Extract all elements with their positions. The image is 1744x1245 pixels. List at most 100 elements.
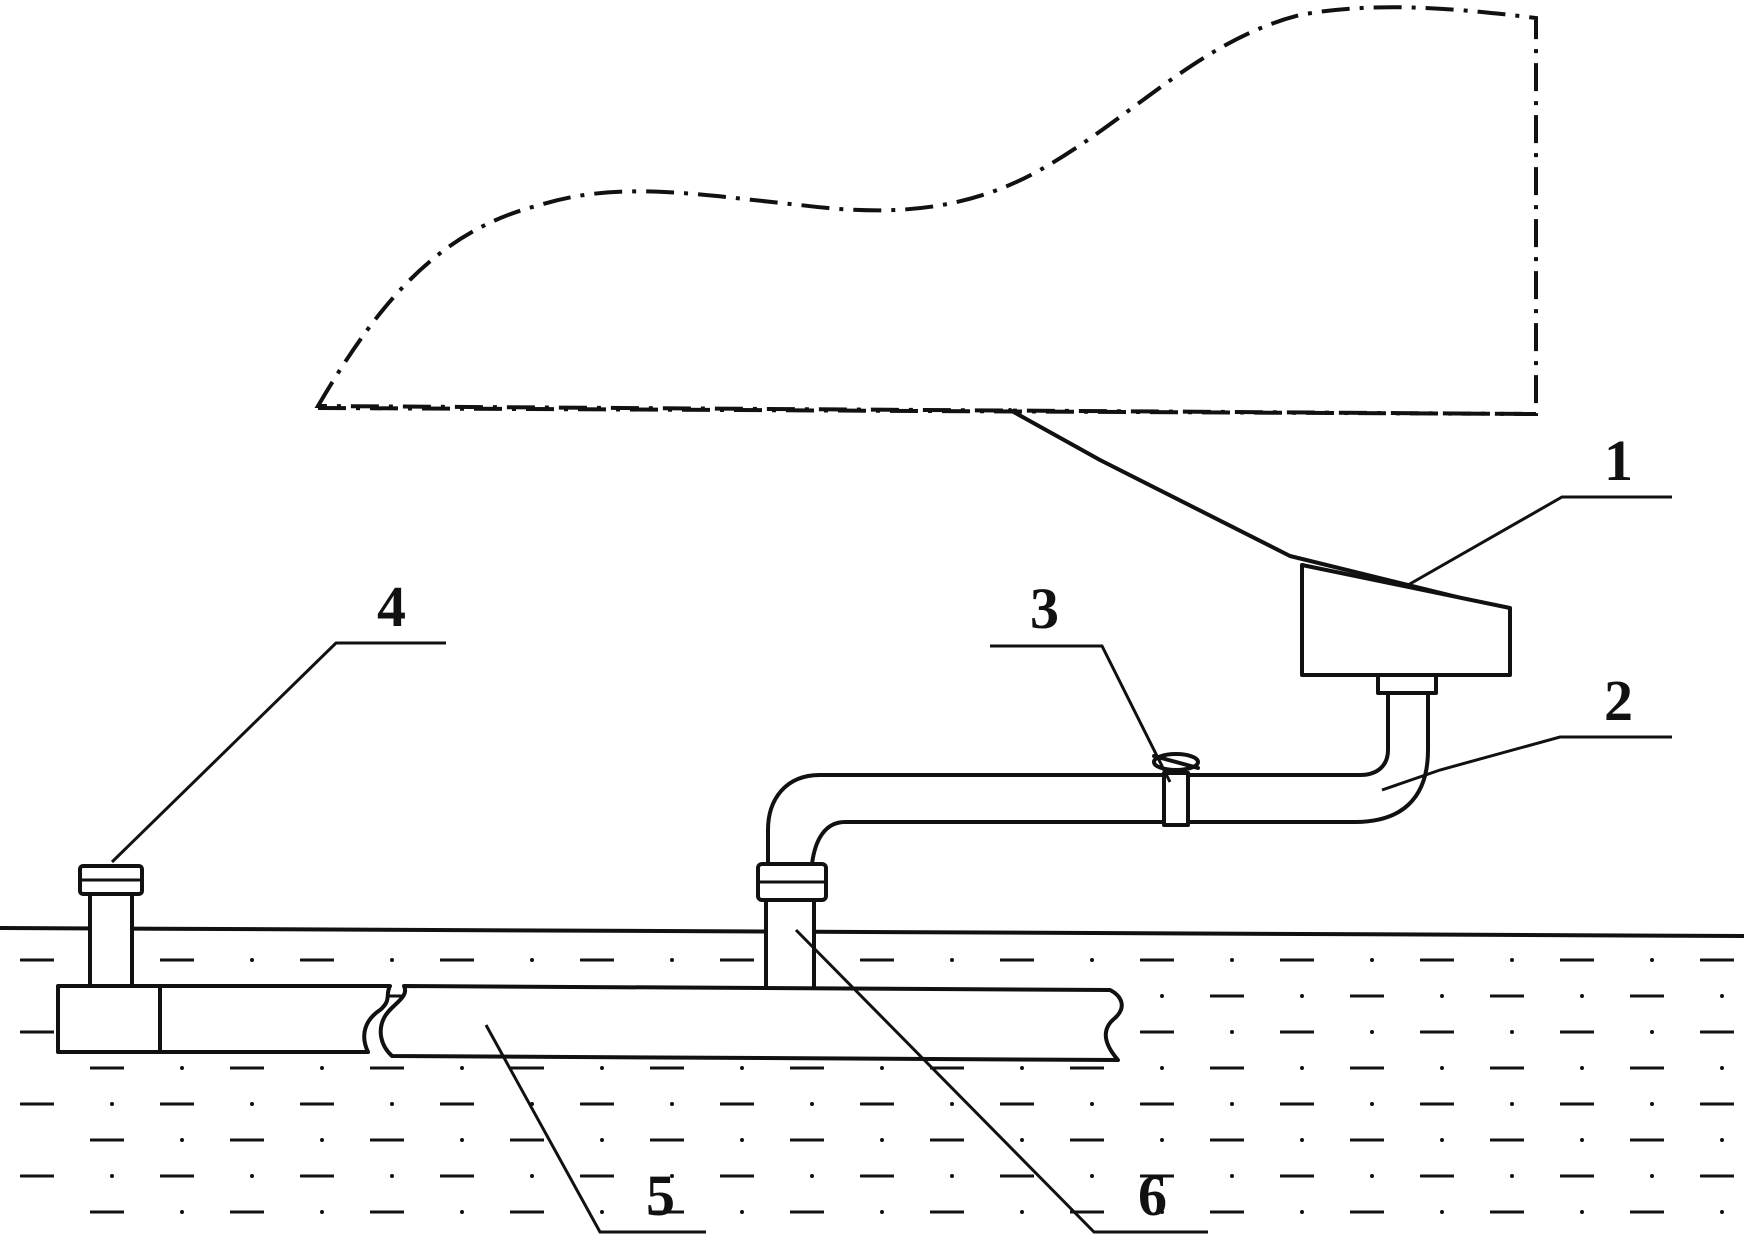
water-dot [810, 1102, 814, 1106]
water-dot [1370, 1102, 1374, 1106]
water-dot [180, 1066, 184, 1070]
water-dot [1440, 1066, 1444, 1070]
label-2: 2 [1604, 668, 1633, 733]
water-dot [1720, 1210, 1724, 1214]
tank-outlet-flange [1376, 673, 1438, 695]
water-dot [1160, 1210, 1164, 1214]
water-dot [1370, 1174, 1374, 1178]
valve-body [1162, 771, 1190, 827]
water-dot [1160, 1138, 1164, 1142]
water-dot [1300, 1066, 1304, 1070]
water-dot [320, 1066, 324, 1070]
water-dot [1440, 1138, 1444, 1142]
water-dot [180, 1210, 184, 1214]
water-dot [1650, 1102, 1654, 1106]
hull-outline [314, 5, 1538, 417]
water-dot [880, 1210, 884, 1214]
water-dot [1300, 994, 1304, 998]
leader-line-3 [990, 644, 1172, 783]
leader-line-4 [110, 641, 446, 864]
water-dot [1720, 1138, 1724, 1142]
water-dot [1020, 1066, 1024, 1070]
water-dot [1580, 1210, 1584, 1214]
water-dot [1720, 994, 1724, 998]
water-dot [1510, 1102, 1514, 1106]
water-dot [250, 958, 254, 962]
water-dot [1510, 958, 1514, 962]
water-dot [1230, 1174, 1234, 1178]
water-dot [1440, 1210, 1444, 1214]
water-dot [320, 1210, 324, 1214]
hull-waterline [317, 406, 1537, 416]
water-dot [460, 1138, 464, 1142]
leader-line-2 [1381, 735, 1672, 792]
water-dot [1230, 1030, 1234, 1034]
pipe-inner [810, 691, 1430, 866]
water-dot [1650, 1030, 1654, 1034]
water-dot [1300, 1210, 1304, 1214]
water-dot [1230, 1102, 1234, 1106]
pipe-outer [766, 691, 1390, 866]
water-dot [390, 958, 394, 962]
water-dot [600, 1138, 604, 1142]
water-dot [1090, 1174, 1094, 1178]
water-dot [950, 1174, 954, 1178]
water-dot [530, 1174, 534, 1178]
water-dot [1580, 994, 1584, 998]
water-dot [390, 1102, 394, 1106]
submerged-pipe-left [56, 984, 392, 1054]
water-dot [1650, 958, 1654, 962]
water-dot [110, 1174, 114, 1178]
water-dot [1160, 1066, 1164, 1070]
water-dot [1650, 1174, 1654, 1178]
water-dot [740, 1066, 744, 1070]
vent-pipe [88, 892, 134, 988]
water-dot [740, 1138, 744, 1142]
water-dot [1230, 958, 1234, 962]
valve-handle-bar [1152, 754, 1200, 770]
water-dot [1580, 1066, 1584, 1070]
water-dot [180, 1138, 184, 1142]
water-dot [950, 1102, 954, 1106]
water-dot [670, 958, 674, 962]
water-dot [460, 1066, 464, 1070]
water-dot [110, 1102, 114, 1106]
label-4: 4 [377, 574, 406, 639]
water-dot [670, 1102, 674, 1106]
water-dot [1090, 958, 1094, 962]
water-dot [950, 958, 954, 962]
water-surface-line [0, 926, 1744, 938]
water-dot [530, 958, 534, 962]
water-dot [1020, 1210, 1024, 1214]
water-dot [600, 1066, 604, 1070]
water-dot [460, 1210, 464, 1214]
water-dot [1440, 994, 1444, 998]
label-1: 1 [1604, 428, 1633, 493]
water-dot [320, 1138, 324, 1142]
water-dot [250, 1102, 254, 1106]
water-dot [1160, 994, 1164, 998]
label-5: 5 [646, 1163, 675, 1228]
water-dot [250, 1174, 254, 1178]
support-strut [1008, 408, 1512, 612]
riser-pipe [764, 898, 816, 992]
water-dot [880, 1066, 884, 1070]
water-dot [880, 1138, 884, 1142]
leader-line-1 [1407, 495, 1672, 587]
water-dot [1090, 1102, 1094, 1106]
water-dot [1370, 958, 1374, 962]
leader-line-5 [484, 1024, 706, 1234]
water-dot [1510, 1174, 1514, 1178]
water-dot [1510, 1030, 1514, 1034]
water-dot [810, 1174, 814, 1178]
submerged-pipe-right [378, 984, 1124, 1062]
water-dot [1020, 1138, 1024, 1142]
water-dot [1370, 1030, 1374, 1034]
water-dot [740, 1210, 744, 1214]
water-dot [1720, 1066, 1724, 1070]
label-6: 6 [1138, 1163, 1167, 1228]
label-3: 3 [1030, 576, 1059, 641]
water-tank [1300, 563, 1512, 677]
